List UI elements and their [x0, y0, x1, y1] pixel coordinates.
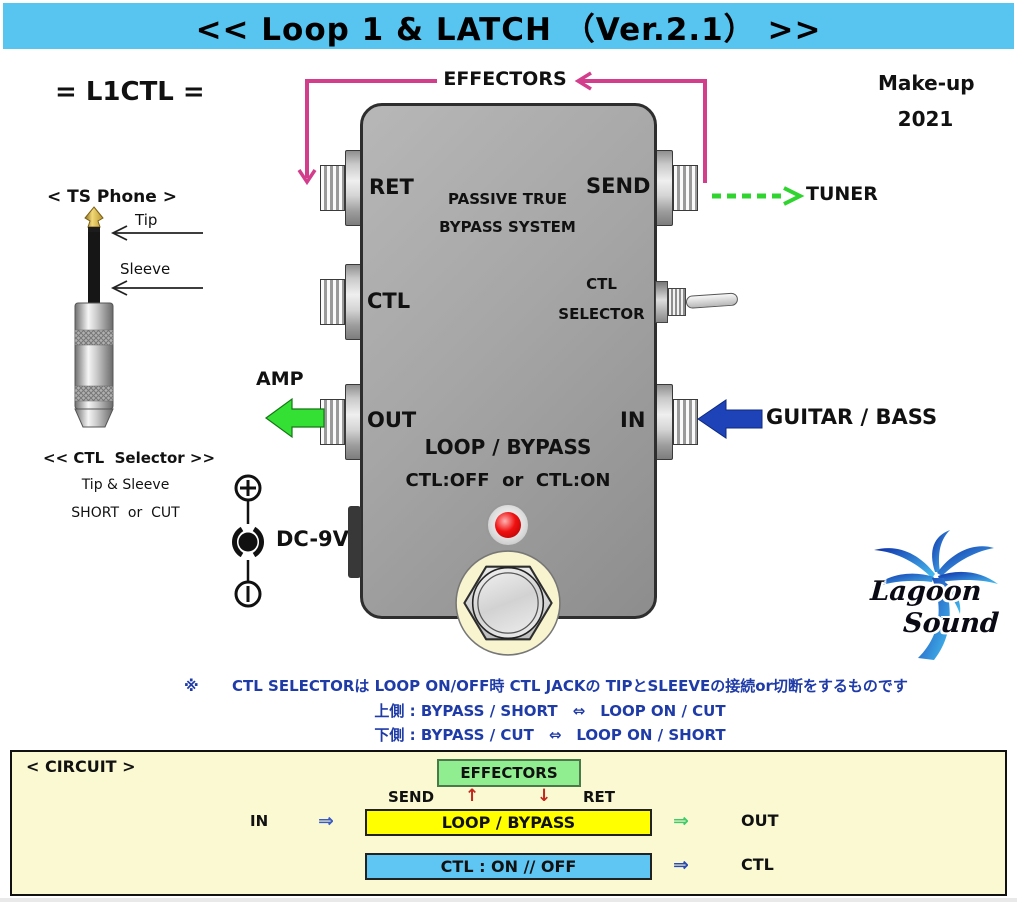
jack-out-graphic: [320, 384, 364, 460]
circuit-arrow-in: ⇒: [318, 810, 334, 832]
led-lens: [495, 512, 521, 538]
page-bottom-edge: [0, 898, 1017, 902]
circuit-heading: < CIRCUIT >: [26, 757, 136, 776]
toggle-nut: [655, 281, 668, 323]
arrow-down-icon: [297, 169, 317, 186]
jack-out-label: OUT: [367, 408, 417, 432]
ctl-selector-line1: Tip & Sleeve: [81, 477, 170, 493]
ts-plug-icon: [74, 206, 114, 428]
circuit-ret-label: RET: [583, 788, 616, 806]
jack-thread: [320, 399, 345, 445]
toggle-lever[interactable]: [685, 291, 739, 309]
logo-word-sound: Sound: [902, 608, 1000, 639]
circuit-in-label: IN: [250, 812, 269, 830]
guitar-arrow-icon: [697, 399, 763, 439]
ctl-selector-toggle[interactable]: [655, 281, 739, 323]
ctl-selector-line2: SHORT or CUT: [71, 505, 180, 521]
note-line2: 上側 : BYPASS / SHORT ⇔ LOOP ON / CUT: [374, 702, 726, 720]
makeup-label: Make-up: [878, 71, 975, 95]
jack-in-label: IN: [620, 408, 646, 432]
jack-in-graphic: [654, 384, 698, 460]
jack-thread: [673, 165, 698, 211]
jack-thread: [673, 399, 698, 445]
effectors-label: EFFECTORS: [443, 68, 567, 90]
amp-arrow-icon: [264, 397, 325, 439]
toggle-thread: [668, 288, 686, 316]
model-label: = L1CTL =: [55, 77, 205, 107]
circuit-send-label: SEND: [388, 788, 435, 806]
note-line3: 下側 : BYPASS / CUT ⇔ LOOP ON / SHORT: [374, 726, 726, 744]
circuit-arrow-ctl: ⇒: [673, 854, 689, 876]
circuit-down-arrow: ↓: [537, 786, 552, 806]
circuit-ctl-box: CTL : ON // OFF: [365, 853, 652, 880]
circuit-arrow-out: ⇒: [673, 810, 689, 832]
note-line1: CTL SELECTORは LOOP ON/OFF時 CTL JACKの TIP…: [232, 677, 908, 695]
dc9v-label: DC-9V: [276, 527, 349, 551]
tip-arrowhead-icon: [110, 225, 128, 241]
jack-thread: [320, 165, 345, 211]
ts-phone-heading: < TS Phone >: [47, 187, 177, 207]
ctl-states-label: CTL:OFF or CTL:ON: [405, 470, 611, 491]
logo-word-lagoon: Lagoon: [869, 576, 983, 607]
tip-label: Tip: [135, 211, 158, 229]
dc-input-jack: [348, 506, 361, 578]
arrow-right-icon: [783, 186, 805, 206]
jack-ctl-label: CTL: [367, 289, 411, 313]
tuner-label: TUNER: [806, 183, 878, 205]
arrow-left-icon: [574, 71, 592, 91]
ctl-selector-face-line1: CTL: [586, 275, 617, 293]
circuit-effectors-box: EFFECTORS: [437, 759, 581, 787]
sleeve-label: Sleeve: [120, 260, 171, 278]
circuit-out-label: OUT: [741, 811, 779, 830]
ctl-selector-face-line2: SELECTOR: [558, 305, 645, 323]
amp-label: AMP: [256, 368, 304, 390]
footswitch[interactable]: [454, 549, 562, 657]
loop-bypass-label: LOOP / BYPASS: [424, 435, 592, 459]
circuit-up-arrow: ↑: [465, 786, 480, 806]
year-label: 2021: [897, 107, 954, 131]
passive-line1: PASSIVE TRUE: [447, 190, 568, 208]
circuit-loop-box: LOOP / BYPASS: [365, 809, 652, 836]
jack-ret-graphic: [320, 150, 364, 226]
dc-polarity-icon: [231, 474, 265, 608]
jack-ret-label: RET: [369, 175, 414, 199]
jack-send-graphic: [654, 150, 698, 226]
note-marker: ※: [184, 677, 199, 695]
jack-thread: [320, 279, 345, 325]
guitar-bass-label: GUITAR / BASS: [766, 405, 938, 429]
page-title: << Loop 1 & LATCH （Ver.2.1） >>: [3, 3, 1014, 49]
ctl-selector-heading: << CTL Selector >>: [43, 449, 216, 467]
circuit-ctl-label: CTL: [741, 855, 774, 874]
passive-line2: BYPASS SYSTEM: [439, 218, 576, 236]
sleeve-arrowhead-icon: [110, 280, 128, 296]
jack-ctl-graphic: [320, 264, 364, 340]
status-led: [486, 503, 530, 547]
